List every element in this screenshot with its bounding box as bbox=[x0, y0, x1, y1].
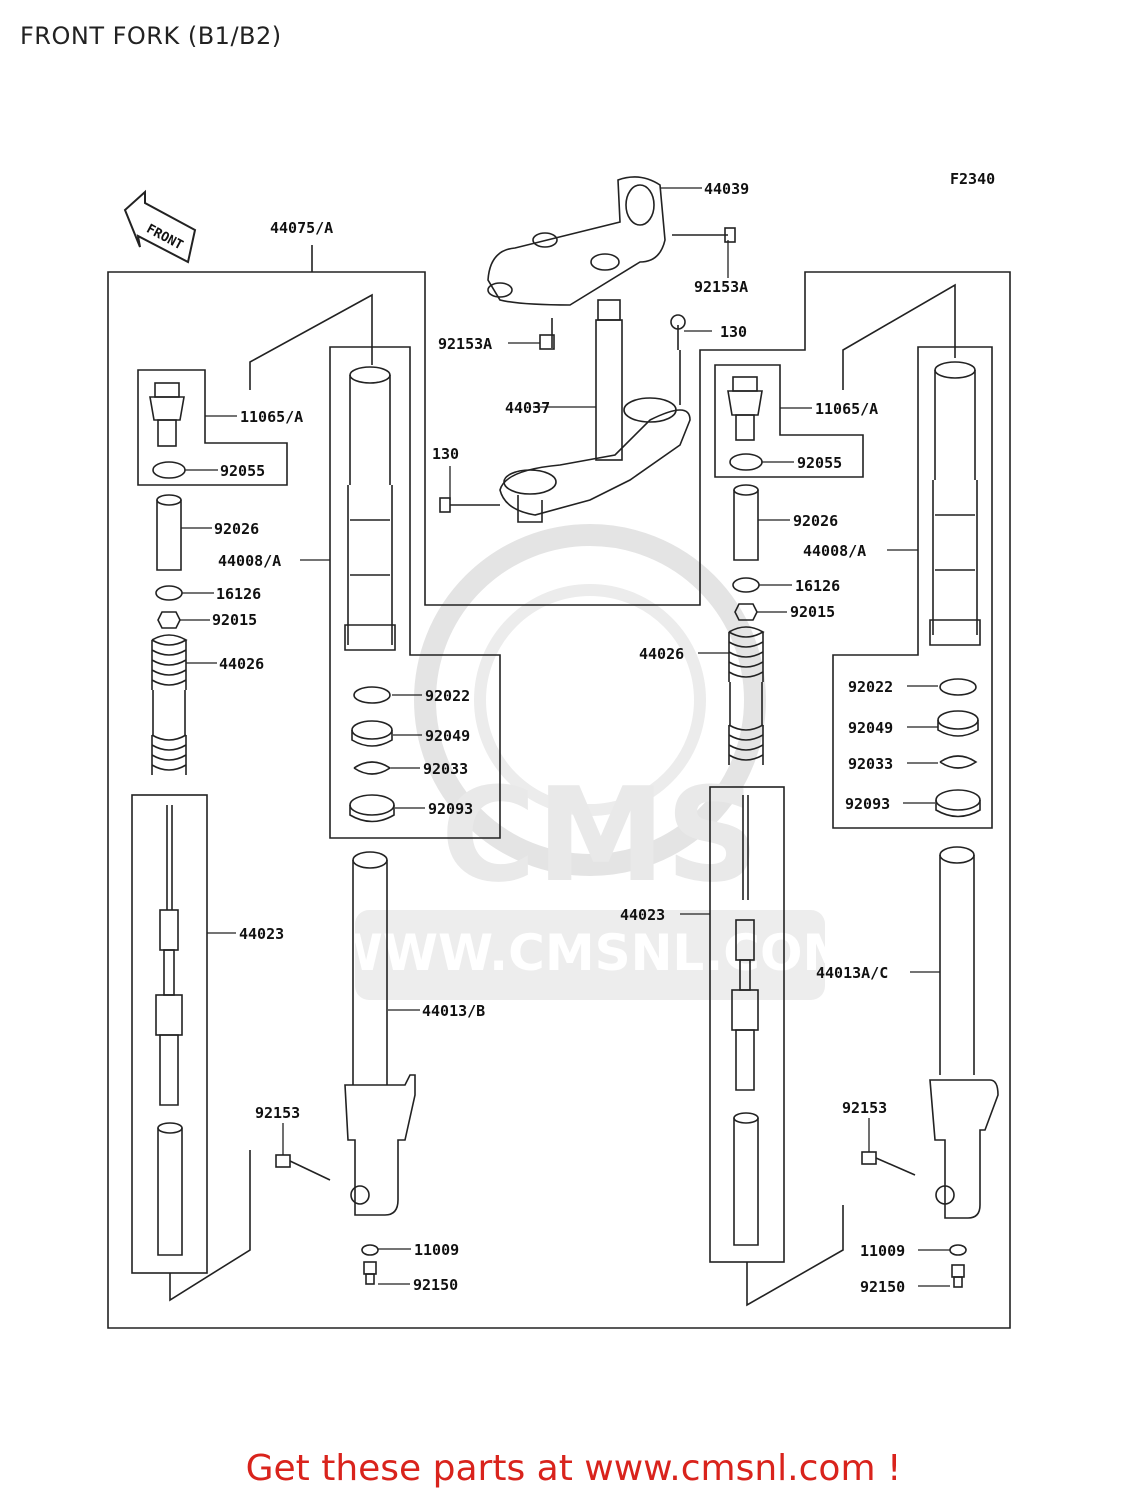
label-left-dust-seal: 92093 bbox=[428, 800, 473, 818]
label-stem-bolt-left: 130 bbox=[432, 445, 459, 463]
left-axle-bolt bbox=[275, 1154, 331, 1181]
stem-bolt-right bbox=[670, 314, 686, 350]
right-cap-bolt bbox=[727, 376, 763, 441]
label-right-dust-seal: 92093 bbox=[845, 795, 890, 813]
label-right-oring: 92055 bbox=[797, 454, 842, 472]
right-dust-seal bbox=[935, 789, 981, 818]
left-outer-group-box bbox=[329, 346, 501, 839]
left-oring bbox=[152, 461, 186, 479]
left-nut bbox=[157, 611, 181, 629]
label-stem: 44037 bbox=[505, 399, 550, 417]
left-cap-box bbox=[137, 369, 288, 486]
left-cylinder-unit bbox=[155, 805, 183, 1256]
right-spring bbox=[728, 626, 765, 765]
left-oil-seal bbox=[351, 720, 393, 747]
right-oil-seal bbox=[937, 710, 979, 737]
label-left-snap-ring: 92033 bbox=[423, 760, 468, 778]
right-bottom-bolt bbox=[951, 1264, 965, 1288]
assembly-outline bbox=[107, 271, 1011, 1329]
label-bracket-bolt-right: 92153A bbox=[694, 278, 748, 296]
label-left-axle-bolt: 92153 bbox=[255, 1104, 300, 1122]
right-washer bbox=[939, 678, 977, 696]
label-left-cap: 11065/A bbox=[240, 408, 303, 426]
label-left-nut: 92015 bbox=[212, 611, 257, 629]
label-right-nut: 92015 bbox=[790, 603, 835, 621]
label-upper-bracket: 44039 bbox=[704, 180, 749, 198]
label-right-axle-bolt: 92153 bbox=[842, 1099, 887, 1117]
watermark-brand: CMS bbox=[441, 759, 759, 911]
left-washer bbox=[353, 686, 391, 704]
page-title: FRONT FORK (B1/B2) bbox=[20, 22, 282, 50]
left-spacer bbox=[156, 494, 182, 571]
label-left-washer: 92022 bbox=[425, 687, 470, 705]
left-cylinder-box bbox=[131, 794, 208, 1274]
label-left-inner-tube: 44013/B bbox=[422, 1002, 485, 1020]
left-seat bbox=[155, 585, 183, 601]
left-gasket bbox=[361, 1244, 379, 1256]
figure-code: F2340 bbox=[950, 170, 995, 188]
label-left-seat: 16126 bbox=[216, 585, 261, 603]
cms-watermark: CMS WWW.CMSNL.COM bbox=[328, 524, 853, 1000]
left-spring bbox=[151, 634, 188, 775]
label-left-spring: 44026 bbox=[219, 655, 264, 673]
label-right-spring: 44026 bbox=[639, 645, 684, 663]
left-inner-tube bbox=[344, 851, 416, 1216]
right-axle-bolt bbox=[861, 1151, 916, 1176]
label-left-outer-tube: 44008/A bbox=[218, 552, 281, 570]
bracket-bolt-left bbox=[539, 318, 555, 350]
stem-bolt-left bbox=[439, 497, 500, 513]
label-stem-bolt-right: 130 bbox=[720, 323, 747, 341]
left-outer-tube bbox=[344, 366, 396, 651]
right-outer-group-box bbox=[832, 346, 993, 829]
label-left-spacer: 92026 bbox=[214, 520, 259, 538]
left-cap-bolt bbox=[149, 382, 185, 447]
callout-labels: F2340 44075/A 44039 92153A 92153A 130 44… bbox=[212, 170, 995, 1296]
label-right-seat: 16126 bbox=[795, 577, 840, 595]
label-right-spacer: 92026 bbox=[793, 512, 838, 530]
right-oring bbox=[729, 453, 763, 471]
upper-bracket bbox=[487, 176, 666, 306]
label-left-gasket: 11009 bbox=[414, 1241, 459, 1259]
front-marker-label: FRONT bbox=[144, 222, 186, 254]
right-cylinder-unit bbox=[731, 795, 759, 1246]
leader-lines bbox=[180, 187, 950, 1287]
right-cap-box bbox=[714, 364, 864, 478]
right-nut bbox=[734, 603, 758, 621]
right-gasket bbox=[949, 1244, 967, 1256]
bracket-bolt-right bbox=[672, 227, 736, 243]
front-arrow-icon: FRONT bbox=[123, 189, 197, 264]
watermark-url: WWW.CMSNL.COM bbox=[328, 924, 853, 982]
label-right-bottom-bolt: 92150 bbox=[860, 1278, 905, 1296]
label-right-oil-seal: 92049 bbox=[848, 719, 893, 737]
right-inner-tube bbox=[929, 846, 999, 1219]
label-left-bottom-bolt: 92150 bbox=[413, 1276, 458, 1294]
label-right-gasket: 11009 bbox=[860, 1242, 905, 1260]
label-right-cylinder: 44023 bbox=[620, 906, 665, 924]
steering-stem bbox=[499, 299, 691, 523]
label-left-cylinder: 44023 bbox=[239, 925, 284, 943]
right-outer-tube bbox=[929, 361, 981, 646]
label-right-outer-tube: 44008/A bbox=[803, 542, 866, 560]
label-left-oil-seal: 92049 bbox=[425, 727, 470, 745]
right-spacer bbox=[733, 484, 759, 561]
label-assembly: 44075/A bbox=[270, 219, 333, 237]
right-snap-ring bbox=[939, 755, 978, 769]
label-bracket-bolt-left: 92153A bbox=[438, 335, 492, 353]
label-right-inner-tube: 44013A/C bbox=[816, 964, 888, 982]
left-snap-ring bbox=[353, 761, 392, 775]
left-dust-seal bbox=[349, 794, 395, 823]
label-right-washer: 92022 bbox=[848, 678, 893, 696]
label-right-snap-ring: 92033 bbox=[848, 755, 893, 773]
right-seat bbox=[732, 577, 760, 593]
left-bottom-bolt bbox=[363, 1261, 377, 1285]
label-right-cap: 11065/A bbox=[815, 400, 878, 418]
footer-link-text[interactable]: Get these parts at www.cmsnl.com ! bbox=[245, 1448, 902, 1489]
label-left-oring: 92055 bbox=[220, 462, 265, 480]
